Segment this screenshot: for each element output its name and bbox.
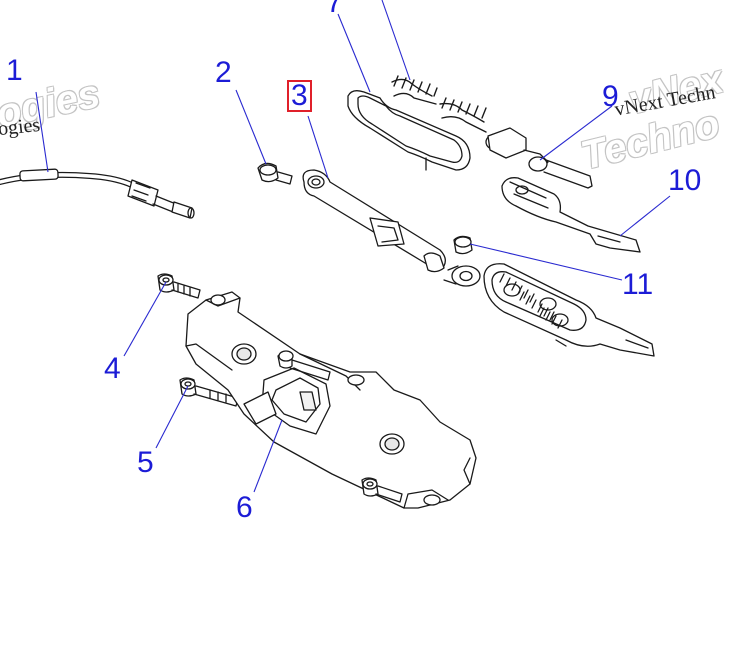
leader-7a — [337, 13, 371, 93]
leader-11 — [469, 243, 623, 281]
part-1-cable — [0, 168, 195, 219]
callout-10[interactable]: 10 — [668, 164, 702, 197]
leader-2 — [235, 89, 267, 165]
callout-2[interactable]: 2 — [215, 56, 232, 89]
callout-6[interactable]: 6 — [236, 491, 253, 524]
leader-4 — [123, 281, 167, 357]
callout-11[interactable]: 11 — [622, 268, 654, 301]
callout-1[interactable]: 1 — [6, 54, 23, 87]
callout-9[interactable]: 9 — [602, 80, 619, 113]
part-11-pin — [453, 235, 473, 255]
part-3-link-rod — [302, 169, 481, 287]
leader-9 — [539, 105, 613, 161]
leader-lines — [35, 0, 671, 493]
leader-10 — [619, 195, 671, 237]
callout-3-selected[interactable]: 3 — [287, 80, 312, 112]
part-6-bracket — [185, 291, 477, 509]
callout-4[interactable]: 4 — [104, 352, 121, 385]
part-7-gasket-springs — [347, 75, 487, 171]
part-9-shift-fork — [485, 127, 593, 189]
leader-7b — [381, 0, 411, 81]
callout-7[interactable]: 7 — [326, 0, 343, 19]
leader-5 — [155, 385, 189, 449]
leader-1 — [35, 91, 49, 173]
part-2-bolt — [257, 162, 293, 185]
callout-5[interactable]: 5 — [137, 446, 154, 479]
part-4-bolt — [157, 273, 201, 299]
part-10-shift-arm — [501, 177, 641, 253]
leader-6 — [253, 419, 283, 493]
leader-3 — [307, 115, 329, 179]
lower-spring-assembly — [483, 263, 655, 357]
